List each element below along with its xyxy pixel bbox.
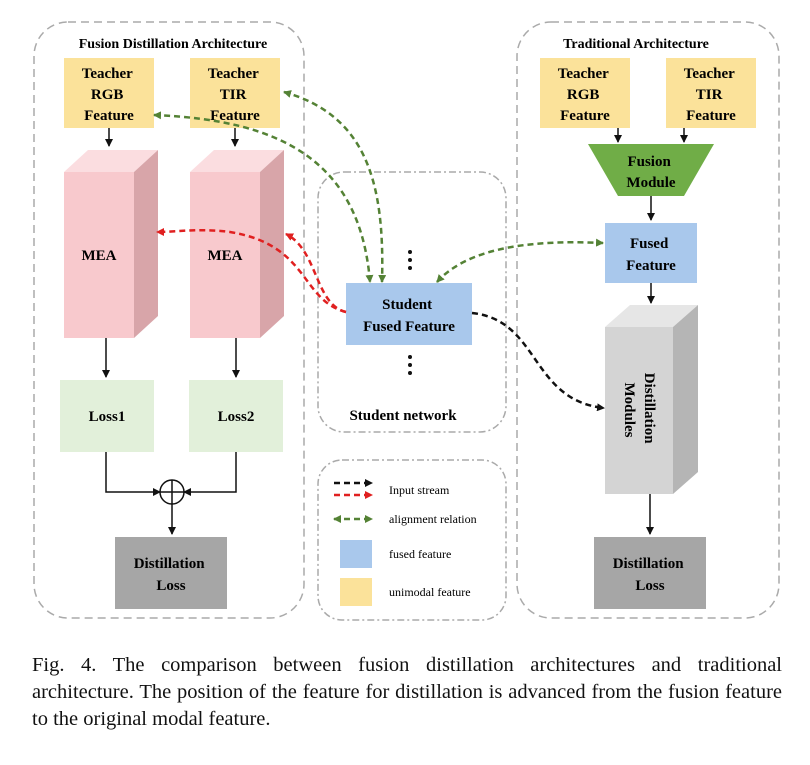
fused-feature: Fused Feature <box>605 223 697 283</box>
student-fused-feature: Student Fused Feature <box>346 283 472 345</box>
left-teacher-tir: Teacher TIR Feature <box>190 58 280 128</box>
right-distillation-loss: Distillation Loss <box>594 537 706 609</box>
align-rgb-student <box>153 111 374 283</box>
left-distillation-loss: Distillation Loss <box>115 537 227 609</box>
fusion-panel <box>33 21 305 619</box>
align-tir-student <box>283 90 387 283</box>
svg-text:MEA: MEA <box>82 248 117 264</box>
svg-text:Teacher RGB Featur: Teacher RGB Feature <box>82 66 137 124</box>
legend-input-stream: Input stream <box>334 479 450 499</box>
svg-text:fused feature: fused feature <box>389 547 451 561</box>
legend-unimodal: unimodal feature <box>340 578 471 606</box>
legend-fused: fused feature <box>340 540 451 568</box>
svg-text:Fusion Module: Fusion Module <box>626 154 676 191</box>
mea-block-1: MEA <box>64 150 158 338</box>
distillation-modules-block: Distillation Modules <box>605 305 698 494</box>
legend-panel <box>317 459 507 621</box>
student-network-label: Student network <box>349 408 457 424</box>
svg-text:Fused Feature: Fused Feature <box>626 236 676 274</box>
loss1-box: Loss1 <box>60 380 154 452</box>
input-to-mea1 <box>156 227 347 314</box>
svg-text:Student Fused Feature: Student Fused Feature <box>363 297 455 335</box>
svg-text:Distillation Loss: Distillation Loss <box>613 556 688 594</box>
student-dots-bottom <box>408 355 412 375</box>
student-dots-top <box>408 250 412 270</box>
svg-text:Loss1: Loss1 <box>89 409 126 425</box>
svg-text:Distillation Modules: Distillation Modules <box>621 373 657 448</box>
svg-text:Input stream: Input stream <box>389 483 450 497</box>
legend-alignment: alignment relation <box>333 512 477 526</box>
sum-operator-icon <box>159 479 185 505</box>
input-to-distill-modules <box>471 311 605 412</box>
loss2-box: Loss2 <box>189 380 283 452</box>
svg-text:alignment relation: alignment relation <box>389 512 477 526</box>
svg-text:unimodal feature: unimodal feature <box>389 585 471 599</box>
fusion-title: Fusion Distillation Architecture <box>79 37 267 52</box>
traditional-title: Traditional Architecture <box>563 37 709 52</box>
input-to-mea2 <box>285 232 347 314</box>
svg-text:Teacher TIR Featur: Teacher TIR Feature <box>684 66 739 124</box>
student-panel <box>317 171 507 433</box>
right-teacher-rgb: Teacher RGB Feature <box>540 58 630 128</box>
svg-text:Loss2: Loss2 <box>218 409 255 425</box>
right-teacher-tir: Teacher TIR Feature <box>666 58 756 128</box>
fusion-module: Fusion Module <box>588 144 714 196</box>
svg-text:MEA: MEA <box>208 248 243 264</box>
align-student-fused <box>436 238 604 283</box>
left-teacher-rgb: Teacher RGB Feature <box>64 58 154 128</box>
svg-text:Distillation Loss: Distillation Loss <box>134 556 209 594</box>
svg-text:Teacher RGB Featur: Teacher RGB Feature <box>558 66 613 124</box>
figure-caption: Fig. 4. The comparison between fusion di… <box>32 654 782 730</box>
traditional-panel <box>516 21 780 619</box>
